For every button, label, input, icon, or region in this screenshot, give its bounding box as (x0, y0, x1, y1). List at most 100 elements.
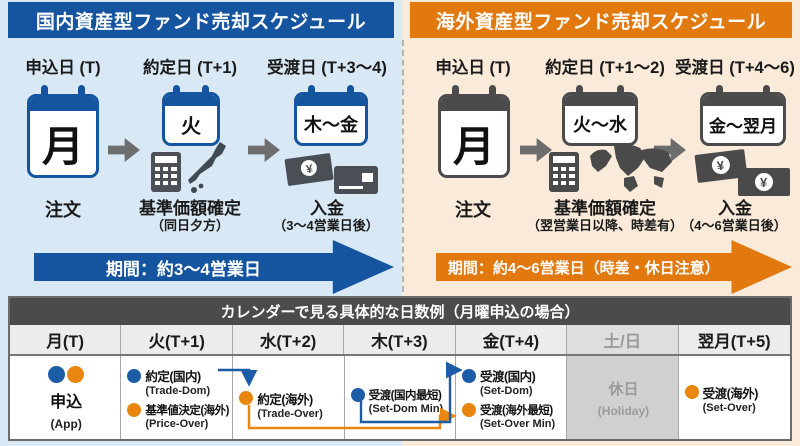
event-item: 受渡(海外最短) (Set-Over Min) (461, 402, 562, 430)
event-item: 約定(国内) (Trade-Dom) (127, 366, 228, 397)
event-item: 受渡(国内) (Set-Dom) (461, 366, 562, 397)
table-header-row: 月(T) 火(T+1) 水(T+2) 木(T+3) 金(T+4) 土/日 翌月(… (10, 325, 790, 356)
calendar-ring-icon (40, 85, 48, 101)
calendar-ring-icon (715, 85, 723, 98)
cell-tue: 約定(国内) (Trade-Dom) 基準値決定(海外) (Price-Over… (121, 356, 234, 439)
domestic-step1-label: 申込日 (T) (25, 59, 101, 77)
overseas-dot-icon (67, 365, 85, 383)
calendar-ring-icon (307, 85, 315, 98)
calendar-day-text: 木〜金 (304, 115, 358, 135)
calendar-ring-icon (201, 85, 209, 98)
calendar-ring-icon (78, 85, 86, 101)
calendar-example-table: カレンダーで見る具体的な日数例（月曜申込の場合） 月(T) 火(T+1) 水(T… (8, 296, 792, 441)
calendar-top-band (565, 95, 635, 106)
domestic-panel-title: 国内資産型ファンド売却スケジュール (8, 2, 394, 38)
calendar-ring-icon (576, 85, 584, 98)
calendar-top-band (30, 97, 96, 111)
event-item: 受渡(国内最短) (Set-Dom Min) (350, 387, 451, 415)
column-header-weekend: 土/日 (567, 325, 679, 354)
cell-thu: 受渡(国内最短) (Set-Dom Min) (345, 356, 456, 439)
overseas-period-banner: 期間：約4〜6営業日（時差・休日注意） (436, 240, 792, 294)
calendar-icon: 木〜金 (294, 85, 368, 146)
domestic-step2-subcaption: （同日夕方） (150, 218, 229, 233)
column-header-fri: 金(T+4) (455, 325, 568, 354)
credit-card-icon (334, 166, 378, 194)
overseas-step1-label: 申込日 (T) (435, 59, 511, 77)
event-sublabel: (Set-Over) (702, 401, 756, 414)
event-sublabel: (Trade-Dom) (145, 385, 211, 397)
cell-weekend: 休日 (Holiday) (567, 356, 679, 439)
world-map-icon (590, 144, 672, 192)
overseas-step3-caption: 入金 (718, 199, 752, 218)
overseas-step2-label: 約定日 (T+1〜2) (545, 59, 665, 77)
calendar-day-text: 月 (41, 122, 84, 170)
svg-text:¥: ¥ (760, 175, 768, 190)
overseas-period-text: 期間：約4〜6営業日（時差・休日注意） (447, 259, 720, 277)
svg-text:¥: ¥ (716, 158, 726, 174)
column-header-next-mon: 翌月(T+5) (678, 325, 790, 354)
yen-bill-icon: ¥ (284, 153, 334, 186)
holiday-sublabel: (Holiday) (597, 404, 650, 418)
event-label: 受渡(海外最短) (479, 405, 553, 417)
event-label: 受渡(海外) (702, 386, 759, 401)
calendar-top-band (165, 95, 217, 106)
event-label: 約定(海外) (257, 392, 313, 407)
overseas-panel-title: 海外資産型ファンド売却スケジュール (410, 2, 792, 38)
overseas-step1-caption: 注文 (455, 200, 491, 220)
svg-text:¥: ¥ (305, 162, 314, 177)
domestic-period-banner: 期間：約3〜4営業日 (34, 240, 394, 294)
column-header-wed: 水(T+2) (232, 325, 345, 354)
calendar-ring-icon (489, 85, 497, 101)
overseas-dot-icon (127, 403, 142, 417)
calculator-icon (549, 152, 579, 192)
event-sublabel: (Trade-Over) (257, 407, 323, 420)
event-label: 受渡(国内) (479, 370, 536, 384)
calendar-top-band (297, 95, 365, 106)
table-title: カレンダーで見る具体的な日数例（月曜申込の場合） (10, 298, 790, 325)
event-item: 約定(海外) (Trade-Over) (239, 389, 339, 420)
event-item: 受渡(海外) (Set-Over) (684, 383, 786, 414)
calendar-ring-icon (616, 85, 624, 98)
event-item: 基準値決定(海外) (Price-Over) (127, 402, 229, 430)
domestic-step3-subcaption: （3〜4営業日後） (273, 218, 379, 233)
calendar-icon: 火 (162, 85, 220, 146)
calendar-icon: 火〜水 (562, 85, 638, 146)
overseas-dot-icon (461, 403, 476, 417)
calendar-day-text: 火〜水 (573, 115, 627, 135)
domestic-step1-caption: 注文 (45, 200, 81, 220)
overseas-step3-subcaption: （4〜6営業日後） (681, 218, 787, 233)
panel-divider (402, 40, 404, 292)
cell-next-mon: 受渡(海外) (Set-Over) (679, 356, 790, 439)
domestic-dot-icon (350, 388, 365, 402)
overseas-step3-label: 受渡日 (T+4〜6) (675, 59, 795, 77)
yen-bill-icon: ¥ (738, 168, 790, 196)
yen-bills-icon: ¥ ¥ (694, 149, 790, 196)
japan-map-icon (188, 142, 226, 193)
calendar-icon: 月 (438, 85, 510, 178)
cell-fri: 受渡(国内) (Set-Dom) 受渡(海外最短) (Set-Over Min) (456, 356, 568, 439)
calendar-day-text: 金〜翌月 (709, 116, 777, 136)
calendar-ring-icon (763, 85, 771, 98)
domestic-step3-caption: 入金 (310, 199, 344, 218)
holiday-label: 休日 (608, 381, 639, 398)
yen-bill-icon: ¥ (694, 149, 748, 183)
event-sublabel: (Set-Over Min) (479, 418, 556, 430)
cell-mon: 申込 (App) (10, 356, 122, 439)
calendar-ring-icon (451, 85, 459, 101)
calendar-day-text: 火 (181, 115, 201, 138)
overseas-step2-subcaption: （翌営業日以降、時差有） (526, 218, 683, 233)
yen-bill-and-card-icons: ¥ (284, 153, 378, 194)
column-header-thu: 木(T+3) (344, 325, 456, 354)
event-label: 受渡(国内最短) (368, 390, 442, 402)
overseas-dot-icon (239, 391, 254, 405)
event-sublabel: (Price-Over) (145, 418, 209, 430)
event-sublabel: (Set-Dom Min) (368, 403, 444, 415)
overseas-step2-caption: 基準価額確定 (554, 199, 656, 218)
table-body-row: 申込 (App) 約定(国内) (Trade-Dom) 基準値決定(海外) (P… (10, 356, 790, 439)
column-header-tue: 火(T+1) (121, 325, 233, 354)
calendar-top-band (441, 97, 507, 111)
calendar-day-text: 月 (452, 122, 495, 170)
calendar-icon: 月 (27, 85, 99, 178)
apply-sublabel: (App) (50, 416, 82, 431)
